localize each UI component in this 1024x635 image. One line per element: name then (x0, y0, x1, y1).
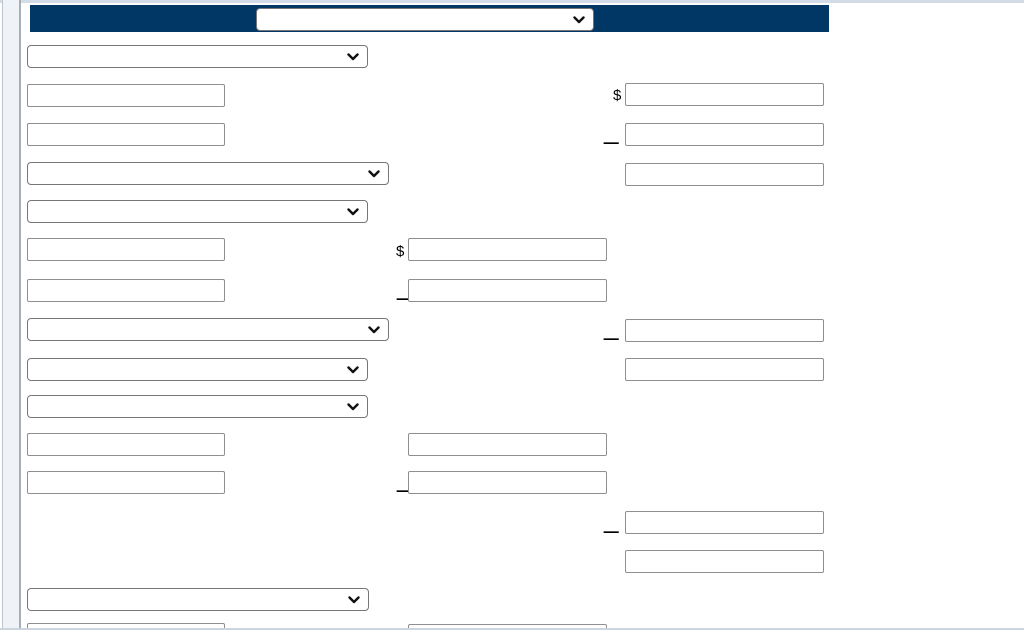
text-field-right-3[interactable] (625, 319, 824, 342)
dropdown-field-1[interactable] (27, 45, 368, 68)
currency-field-right-1[interactable] (625, 83, 824, 106)
page-bottom-border (0, 628, 1024, 630)
text-field-left-2[interactable] (27, 123, 225, 146)
text-field-middle-4[interactable] (408, 624, 607, 629)
header-dropdown[interactable] (256, 8, 594, 31)
text-field-left-7[interactable] (27, 623, 225, 629)
currency-field-middle-1[interactable] (408, 238, 607, 261)
dropdown-field-6-wrap (27, 395, 368, 418)
underscore-prefix-label: _ (604, 311, 619, 341)
text-field-left-5[interactable] (27, 433, 225, 456)
page-top-border (0, 0, 1024, 3)
text-field-left-6[interactable] (27, 471, 225, 494)
dropdown-field-5-wrap (27, 358, 368, 381)
dropdown-field-2[interactable] (27, 162, 389, 185)
text-field-right-4[interactable] (625, 358, 824, 381)
text-field-right-6[interactable] (625, 550, 824, 573)
underscore-prefix-label: _ (397, 463, 412, 493)
text-field-left-4[interactable] (27, 279, 225, 302)
text-field-left-1[interactable] (27, 84, 225, 107)
dropdown-field-2-wrap (27, 162, 389, 185)
text-field-right-5[interactable] (625, 511, 824, 534)
dropdown-field-6[interactable] (27, 395, 368, 418)
text-field-right-2[interactable] (625, 163, 824, 186)
dollar-prefix-label: $ (613, 87, 622, 104)
left-frame-gutter (3, 0, 19, 630)
dropdown-field-7-wrap (27, 588, 369, 611)
dropdown-field-4-wrap (27, 318, 389, 341)
underscore-prefix-label: _ (604, 504, 619, 534)
underscore-prefix-label: _ (604, 115, 619, 145)
dropdown-field-1-wrap (27, 45, 368, 68)
dropdown-field-3[interactable] (27, 200, 368, 223)
dropdown-field-5[interactable] (27, 358, 368, 381)
dropdown-field-7[interactable] (27, 588, 369, 611)
left-frame-border-inner (19, 0, 21, 630)
text-field-right-1[interactable] (625, 123, 824, 146)
header-dropdown-wrap (256, 8, 594, 31)
text-field-left-3[interactable] (27, 238, 225, 261)
dollar-prefix-label: $ (396, 243, 405, 260)
text-field-middle-2[interactable] (408, 433, 607, 456)
underscore-prefix-label: _ (397, 271, 412, 301)
dropdown-field-3-wrap (27, 200, 368, 223)
text-field-middle-3[interactable] (408, 471, 607, 494)
text-field-middle-1[interactable] (408, 279, 607, 302)
dropdown-field-4[interactable] (27, 318, 389, 341)
left-frame-border-outer (2, 0, 3, 630)
